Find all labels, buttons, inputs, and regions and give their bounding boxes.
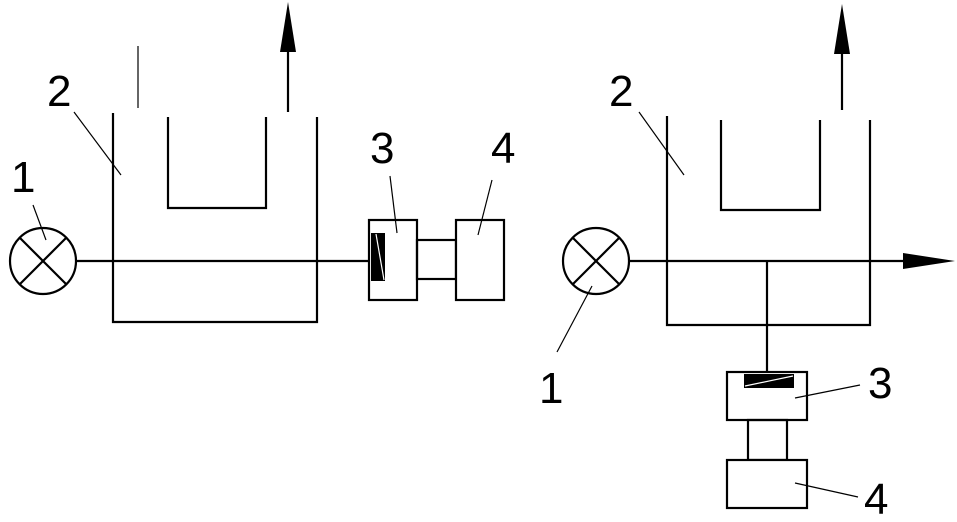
left-sensor-diagonal: [375, 233, 385, 281]
right-sensor-diagonal: [744, 375, 794, 387]
right-beam-arrow-icon: [903, 253, 955, 269]
left-leader-3: [389, 175, 398, 234]
right-label-2: 2: [609, 67, 633, 116]
left-connector: [415, 238, 458, 281]
right-connector: [746, 418, 789, 462]
left-unit-box: [454, 218, 506, 302]
right-leader-2: [638, 111, 685, 176]
left-scheme: 2 1 3 4: [8, 2, 515, 324]
left-leader-1: [32, 204, 47, 241]
left-label-4: 4: [491, 124, 515, 173]
left-lamp-source-icon: [8, 226, 78, 296]
right-label-4: 4: [864, 475, 888, 522]
left-label-1: 1: [11, 153, 35, 202]
right-leader-4: [794, 482, 859, 498]
left-label-3: 3: [370, 124, 394, 173]
right-tank-outer: [665, 116, 872, 327]
left-leader-2: [73, 111, 122, 176]
left-tank-inner-vessel: [166, 117, 268, 210]
right-outlet-arrow-icon: [834, 4, 850, 54]
left-leader-4: [477, 179, 493, 236]
left-tank-outer: [111, 113, 319, 324]
right-lamp-source-icon: [561, 226, 631, 296]
right-tank-inner-vessel: [719, 120, 822, 212]
right-scheme: 2 1 3 4: [539, 4, 955, 522]
right-leader-3: [794, 384, 861, 399]
right-leader-1: [556, 285, 593, 353]
right-unit-box: [725, 458, 809, 510]
right-label-3: 3: [868, 359, 892, 408]
left-label-2: 2: [47, 67, 71, 116]
left-outlet-arrow-icon: [280, 2, 296, 52]
right-label-1: 1: [539, 364, 563, 413]
